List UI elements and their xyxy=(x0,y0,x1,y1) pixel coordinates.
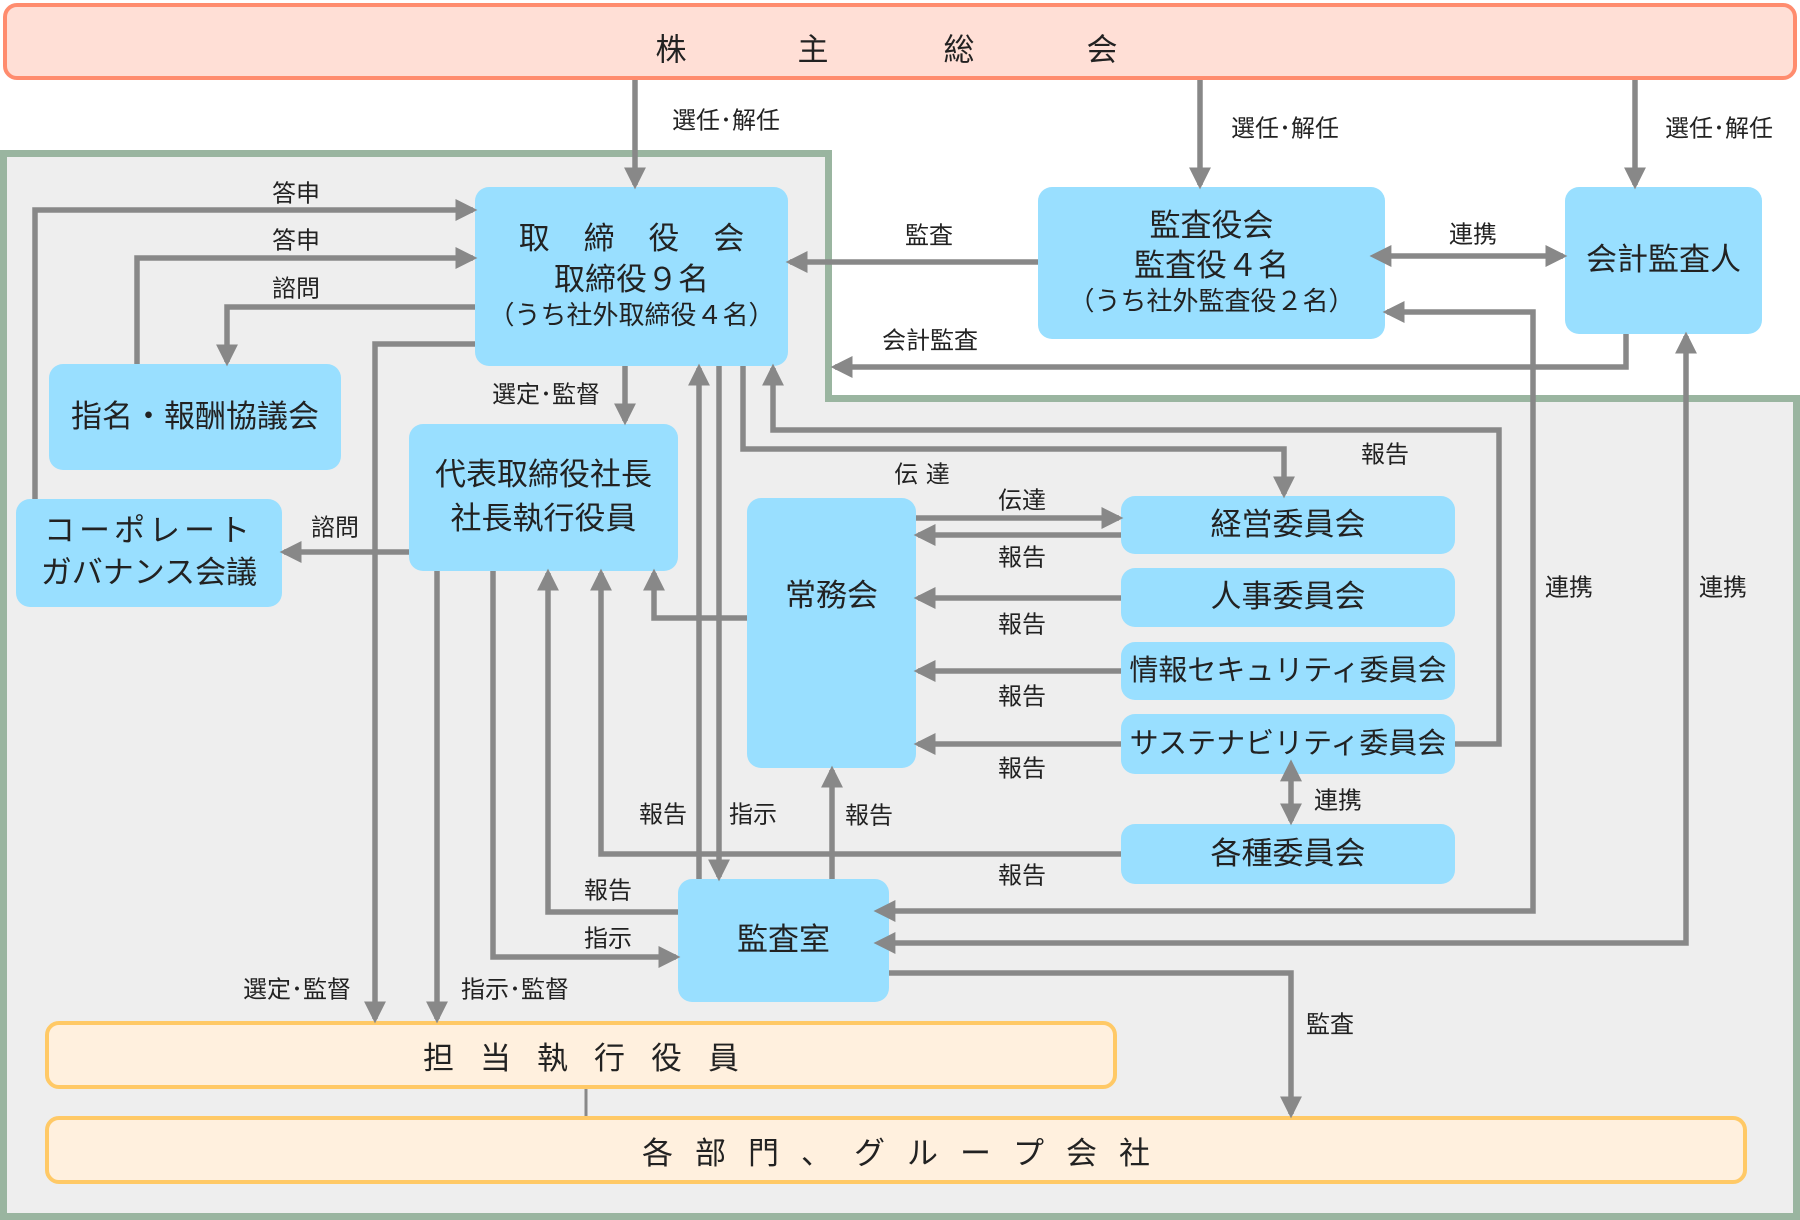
executive-committee-box: 常務会 xyxy=(747,498,916,768)
label-cooperation-auditors-office: 連携 xyxy=(1545,573,1593,602)
executive-committee-title: 常務会 xyxy=(785,578,878,614)
board-title: 取 締 役 会 xyxy=(518,221,757,258)
executive-officers-char: 担 xyxy=(423,1040,454,1077)
label-select-supervise-president: 選定･監督 xyxy=(492,380,600,409)
executive-officers-box: 担 当 執 行 役 員 xyxy=(45,1021,1117,1089)
shareholders-char: 主 xyxy=(797,32,829,69)
executive-officers-char: 員 xyxy=(708,1040,739,1077)
label-instruct-president-office: 指示 xyxy=(584,924,632,953)
label-instruct-board-office: 指示 xyxy=(729,800,777,829)
label-elect-dismiss-auditors: 選任･解任 xyxy=(1231,114,1339,143)
executive-officers-char: 当 xyxy=(480,1040,511,1077)
audit-office-box: 監査室 xyxy=(678,879,889,1002)
departments-char: 門 xyxy=(748,1135,779,1172)
label-report-office-president: 報告 xyxy=(584,876,632,905)
label-report-hr: 報告 xyxy=(998,610,1046,639)
label-elect-dismiss-board: 選任･解任 xyxy=(672,106,780,135)
board-members: 取締役９名 xyxy=(554,261,709,298)
cg-council-line1: コーポレート xyxy=(44,513,254,550)
label-report-office-board: 報告 xyxy=(639,800,687,829)
shareholders-char: 株 xyxy=(655,32,687,69)
board-of-directors-box: 取 締 役 会 取締役９名 （うち社外取締役４名） xyxy=(475,187,788,366)
label-report-office-exec: 報告 xyxy=(845,801,893,830)
label-cooperation-auditors-accountant: 連携 xyxy=(1449,220,1497,249)
committee-label: 各種委員会 xyxy=(1210,835,1366,872)
label-elect-dismiss-accountant: 選任･解任 xyxy=(1665,114,1773,143)
executive-officers-char: 役 xyxy=(651,1040,682,1077)
label-report-back-cg: 答申 xyxy=(272,179,320,208)
accounting-auditor-title: 会計監査人 xyxy=(1586,242,1741,279)
executive-officers-char: 執 xyxy=(537,1040,568,1077)
label-report-sustain-board: 報告 xyxy=(1361,440,1409,469)
label-cooperation-accountant-office: 連携 xyxy=(1699,573,1747,602)
sustainability-committee-box: サステナビリティ委員会 xyxy=(1121,714,1455,774)
auditors-board-outside-members: （うち社外監査役２名） xyxy=(1068,287,1355,318)
auditors-board-title: 監査役会 xyxy=(1149,207,1274,244)
board-outside-members: （うち社外取締役４名） xyxy=(488,300,775,331)
president-title: 代表取締役社長 xyxy=(435,457,652,494)
label-cooperation-sustain-various: 連携 xyxy=(1314,786,1362,815)
label-consult-cg: 諮問 xyxy=(311,513,359,542)
departments-group-companies-box: 各 部 門 、 グ ル ー プ 会 社 xyxy=(45,1116,1747,1184)
audit-office-title: 監査室 xyxy=(737,922,830,959)
committee-label: サステナビリティ委員会 xyxy=(1129,726,1447,761)
committee-label: 経営委員会 xyxy=(1210,506,1366,543)
label-report-infosec: 報告 xyxy=(998,682,1046,711)
president-box: 代表取締役社長 社長執行役員 xyxy=(409,424,678,571)
executive-officers-char: 行 xyxy=(594,1040,625,1077)
label-accounting-audit: 会計監査 xyxy=(882,326,978,355)
infosec-committee-box: 情報セキュリティ委員会 xyxy=(1121,642,1455,700)
committee-label: 情報セキュリティ委員会 xyxy=(1129,653,1447,688)
departments-char: グ xyxy=(854,1135,885,1172)
departments-char: 会 xyxy=(1066,1135,1097,1172)
label-instruct-supervise-officers: 指示･監督 xyxy=(461,975,569,1004)
audit-supervisory-board-box: 監査役会 監査役４名 （うち社外監査役２名） xyxy=(1038,187,1385,339)
corporate-governance-council-box: コーポレート ガバナンス会議 xyxy=(16,499,282,607)
accounting-auditor-box: 会計監査人 xyxy=(1565,187,1762,334)
nomination-remuneration-council-box: 指名・報酬協議会 xyxy=(49,364,341,470)
departments-char: 部 xyxy=(695,1135,726,1172)
label-communicate-main: 伝 達 xyxy=(894,460,950,489)
label-consult-nomination: 諮問 xyxy=(272,274,320,303)
label-report-mgmt: 報告 xyxy=(998,543,1046,572)
departments-char: ー xyxy=(960,1135,991,1172)
label-communicate-mgmt: 伝達 xyxy=(998,486,1046,515)
management-committee-box: 経営委員会 xyxy=(1121,496,1455,554)
departments-char: ル xyxy=(907,1135,938,1172)
shareholders-char: 総 xyxy=(943,32,975,69)
departments-char: 、 xyxy=(801,1135,832,1172)
nomination-council-title: 指名・報酬協議会 xyxy=(71,398,319,435)
label-report-various: 報告 xyxy=(998,861,1046,890)
president-exec-title: 社長執行役員 xyxy=(450,500,637,537)
departments-char: プ xyxy=(1013,1135,1044,1172)
shareholders-meeting-box: 株 主 総 会 xyxy=(3,3,1797,80)
departments-char: 各 xyxy=(642,1135,673,1172)
cg-council-line2: ガバナンス会議 xyxy=(40,555,258,591)
label-audit-board: 監査 xyxy=(905,221,953,250)
label-audit-departments: 監査 xyxy=(1306,1010,1354,1039)
label-report-back-nomination: 答申 xyxy=(272,226,320,255)
various-committees-box: 各種委員会 xyxy=(1121,824,1455,884)
committee-label: 人事委員会 xyxy=(1210,579,1366,616)
label-select-supervise-officers: 選定･監督 xyxy=(243,975,351,1004)
auditors-board-members: 監査役４名 xyxy=(1134,248,1289,285)
departments-char: 社 xyxy=(1119,1135,1150,1172)
label-report-sustain: 報告 xyxy=(998,754,1046,783)
hr-committee-box: 人事委員会 xyxy=(1121,568,1455,627)
shareholders-char: 会 xyxy=(1086,32,1118,69)
